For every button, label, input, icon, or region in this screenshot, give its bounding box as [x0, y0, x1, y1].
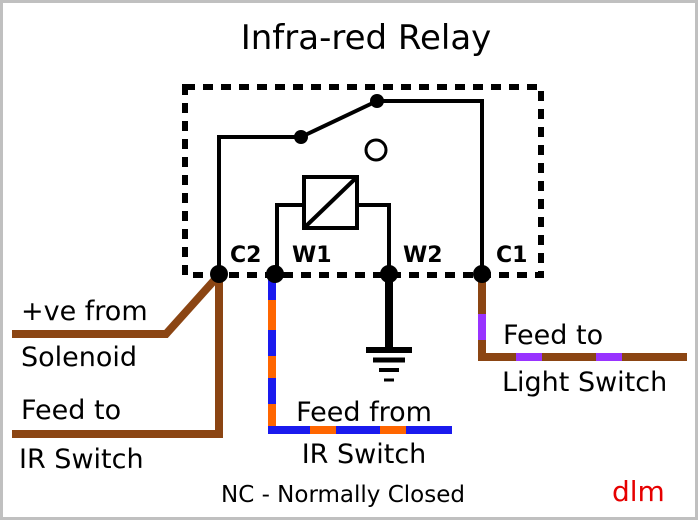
terminal-w2 — [380, 265, 398, 283]
terminal-w1 — [266, 265, 284, 283]
wire-ir-return — [268, 275, 452, 434]
ir-return-label-line1: Feed from — [296, 397, 432, 428]
pin-label-c1: C1 — [496, 243, 527, 268]
switch-contacts — [217, 99, 484, 272]
open-contact — [364, 138, 388, 162]
solenoid-label-line2: Solenoid — [21, 342, 137, 373]
light-label-line2: Light Switch — [502, 367, 667, 398]
pin-label-c2: C2 — [230, 243, 261, 268]
nc-note: NC - Normally Closed — [221, 482, 465, 508]
pin-label-w2: W2 — [403, 243, 443, 268]
ir-feed-label-line2: IR Switch — [19, 444, 144, 475]
terminal-c2 — [210, 265, 228, 283]
coil — [275, 175, 391, 272]
ir-feed-label-line1: Feed to — [21, 395, 121, 426]
pin-label-w1: W1 — [292, 243, 332, 268]
ir-return-label-line2: IR Switch — [302, 439, 427, 470]
wire-light — [478, 275, 687, 361]
light-label-line1: Feed to — [503, 320, 603, 351]
wire-solenoid-ir — [12, 272, 223, 438]
switch-pivot — [294, 130, 308, 144]
author-signature: dlm — [612, 475, 665, 508]
ground-symbol — [366, 275, 412, 382]
solenoid-label-line1: +ve from — [21, 296, 148, 327]
relay-housing — [182, 84, 544, 278]
switch-contact — [370, 94, 384, 108]
terminal-c1 — [473, 265, 491, 283]
diagram-title: Infra-red Relay — [241, 18, 492, 58]
